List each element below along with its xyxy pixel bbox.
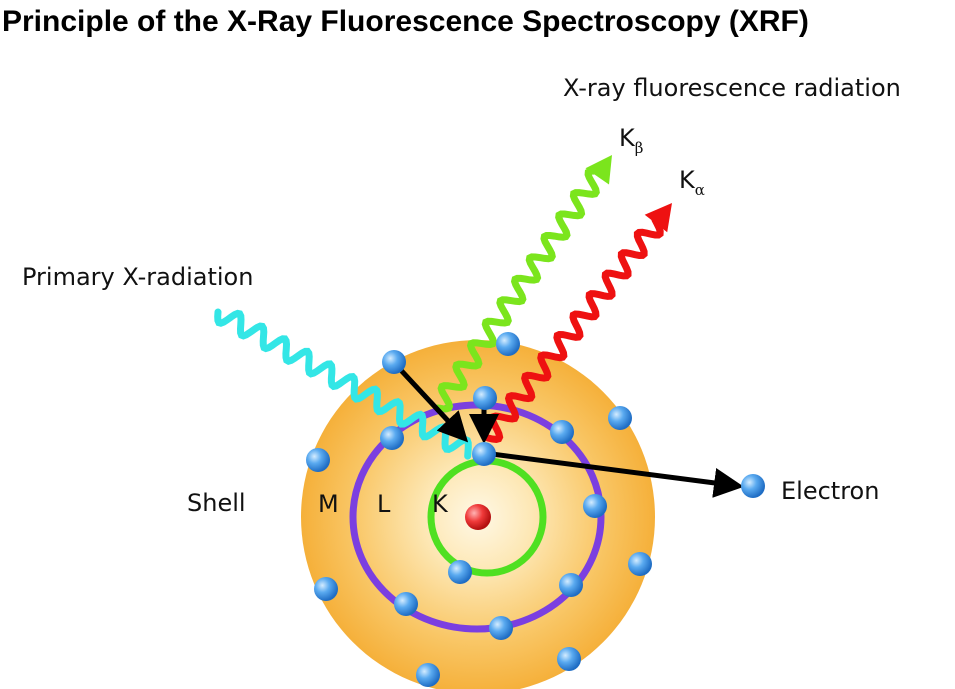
shell-m-label: M (318, 490, 339, 518)
shell-label: Shell (187, 489, 246, 517)
electron-dot (306, 448, 330, 472)
k-beta-subscript: β (635, 139, 644, 157)
electron-dot (473, 386, 497, 410)
electron-dot (559, 573, 583, 597)
k-beta-base: K (619, 124, 636, 152)
shell-k-label: K (432, 490, 449, 518)
k-beta-label: Kβ (619, 124, 643, 157)
electron-dot (380, 426, 404, 450)
electron-dot (550, 420, 574, 444)
electron-dot (496, 332, 520, 356)
electron-dot (628, 552, 652, 576)
electron-label: Electron (781, 477, 879, 505)
electron-dot (741, 474, 765, 498)
fluorescence-label: X-ray fluorescence radiation (563, 74, 901, 102)
shell-l-label: L (377, 490, 391, 518)
electron-dot (416, 663, 440, 687)
electron-dot (583, 494, 607, 518)
nucleus (465, 504, 491, 530)
electron-dot (557, 647, 581, 671)
electron-dot (382, 350, 406, 374)
electron-dot (314, 577, 338, 601)
electron-dot (489, 616, 513, 640)
diagram-title: Principle of the X-Ray Fluorescence Spec… (2, 5, 809, 38)
primary-radiation-label: Primary X-radiation (22, 263, 253, 291)
electron-dot (448, 560, 472, 584)
electron-dot (394, 592, 418, 616)
electron-dot (472, 442, 496, 466)
electron-dot (608, 406, 632, 430)
k-alpha-subscript: α (695, 181, 705, 199)
k-alpha-label: Kα (679, 166, 705, 199)
k-alpha-base: K (679, 166, 696, 194)
